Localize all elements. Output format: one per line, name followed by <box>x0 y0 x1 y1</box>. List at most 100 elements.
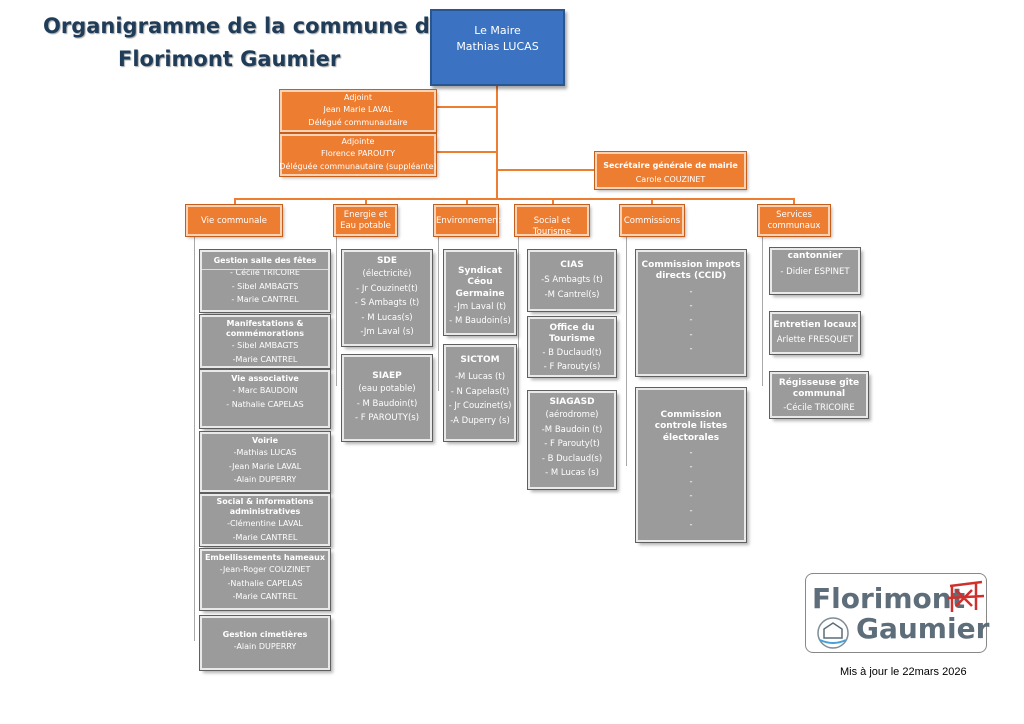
commissions-0-member: - <box>689 300 693 311</box>
env-0-title: Syndicat Céou Germaine <box>455 266 505 299</box>
vie-5-member: -Nathalie CAPELAS <box>227 578 303 588</box>
env-1-member: -A Duperry (s) <box>450 415 510 426</box>
vie-3-member: -Mathias LUCAS <box>233 448 297 457</box>
connector-drop-vie <box>234 198 236 205</box>
vie-0-member: - Marie CANTREL <box>231 295 299 305</box>
vie-box-2: Vie associative - Marc BAUDOIN - Nathali… <box>199 369 331 429</box>
connector-adjointe <box>436 151 497 153</box>
connector-secretary <box>497 169 595 171</box>
category-services-communaux: Services communaux <box>757 204 831 237</box>
env-0-member: - M Baudoin(s) <box>449 316 511 327</box>
commissions-0-member: - <box>689 344 693 355</box>
vie-0-member: - Cécile TRICOIRE <box>230 268 300 277</box>
connector-drop-env <box>466 198 468 205</box>
connector-trunk <box>496 86 498 199</box>
commissions-1-member: - <box>689 447 693 458</box>
connector-social-vertical <box>518 236 519 442</box>
services-box-entretien: Entretien locaux Arlette FRESQUET <box>769 311 861 355</box>
logo-word-1: Florimont <box>812 582 966 615</box>
services-box-regisseuse: Régisseuse gîte communal -Cécile TRICOIR… <box>769 371 869 419</box>
social-2-member: - F Parouty(t) <box>544 439 600 450</box>
page-title-line-1: Organigramme de la commune de <box>43 14 445 38</box>
social-box-office-tourisme: Office du Tourisme - B Duclaud(t) - F Pa… <box>527 316 617 378</box>
vie-2-title: Vie associative <box>231 374 299 383</box>
adjointe-role: Adjointe <box>341 137 375 146</box>
vie-3-title: Voirie <box>251 436 279 445</box>
energie-1-member: - M Baudoin(t) <box>356 398 418 409</box>
vie-box-5: Embellissements hameaux -Jean-Roger COUZ… <box>199 548 331 611</box>
vie-1-title: Manifestations & commémorations <box>225 319 305 338</box>
category-vie-communale: Vie communale <box>185 204 283 237</box>
energie-box-sde: SDE (électricité) - Jr Couzinet(t) - S A… <box>341 249 433 347</box>
category-energie: Energie et Eau potable <box>333 204 398 237</box>
energie-1-member: - F PAROUTY(s) <box>354 413 420 424</box>
connector-env-vertical <box>438 236 439 391</box>
energie-0-title: SDE <box>376 256 398 266</box>
commissions-1-title: Commission controle listes électorales <box>654 410 728 443</box>
connector-adjoint <box>436 106 497 108</box>
social-2-title: SIAGASD <box>549 397 595 407</box>
commissions-0-member: - <box>689 315 693 326</box>
services-box-cantonnier: cantonnier - Didier ESPINET <box>769 247 861 295</box>
services-0-member: - Didier ESPINET <box>780 267 850 278</box>
commune-logo: Florimont Gaumier <box>805 573 989 653</box>
category-env-label: Environnement <box>436 216 501 226</box>
energie-0-member: - S Ambagts (t) <box>354 298 420 309</box>
vie-3-member: -Alain DUPERRY <box>233 475 297 485</box>
commissions-1-member: - <box>689 476 693 487</box>
adjointe-name: Florence PAROUTY <box>321 149 395 159</box>
update-date: Mis à jour le 22mars 2026 <box>840 666 967 678</box>
vie-2-member: - Nathalie CAPELAS <box>226 399 304 409</box>
category-vie-label: Vie communale <box>201 216 267 226</box>
social-2-member: - M Lucas (s) <box>545 468 599 478</box>
services-2-member: -Cécile TRICOIRE <box>783 402 855 413</box>
category-commissions-label: Commissions <box>623 216 681 226</box>
env-1-member: -M Lucas (t) <box>454 372 506 383</box>
commissions-0-member: - <box>689 286 693 297</box>
vie-box-4: Social & informations administratives -C… <box>199 493 331 547</box>
energie-0-member: -Jm Laval (s) <box>360 327 414 337</box>
page-title-line-2: Florimont Gaumier <box>118 47 341 71</box>
category-commissions: Commissions <box>619 204 685 237</box>
category-services-label: Services communaux <box>767 210 821 231</box>
energie-1-sub: (eau potable) <box>358 384 416 395</box>
category-social-label: Social et Tourisme <box>532 216 572 237</box>
vie-box-0: Gestion salle des fêtes - Cécile TRICOIR… <box>199 249 331 313</box>
energie-0-member: - M Lucas(s) <box>361 312 413 323</box>
connector-drop-commissions <box>651 198 653 205</box>
vie-5-member: -Jean-Roger COUZINET <box>219 565 311 574</box>
vie-5-title: Embellissements hameaux <box>204 553 326 562</box>
env-1-member: - N Capelas(t) <box>450 386 510 397</box>
vie-4-member: -Marie CANTREL <box>232 532 298 542</box>
vie-4-member: -Clémentine LAVAL <box>227 519 303 528</box>
vie-1-member: - Sibel AMBAGTS <box>231 341 299 350</box>
energie-0-member: - Jr Couzinet(t) <box>356 283 418 294</box>
social-2-member: - B Duclaud(s) <box>541 453 603 464</box>
mayor-role: Le Maire <box>474 24 521 37</box>
building-icon <box>817 617 849 649</box>
secretary-box: Secrétaire générale de mairie Carole COU… <box>594 151 747 190</box>
env-0-member: -Jm Laval (t) <box>453 301 507 312</box>
services-0-title: cantonnier <box>787 251 843 261</box>
category-environnement: Environnement <box>433 204 501 237</box>
connector-energie-vertical <box>336 236 337 386</box>
vie-5-member: -Marie CANTREL <box>232 592 298 602</box>
social-1-title: Office du Tourisme <box>549 323 595 345</box>
social-1-member: - B Duclaud(t) <box>542 347 602 358</box>
env-box-syndicat: Syndicat Céou Germaine -Jm Laval (t) - M… <box>443 249 517 336</box>
social-box-siagasd: SIAGASD (aérodrome) -M Baudoin (t) - F P… <box>527 390 617 490</box>
connector-services-vertical <box>762 236 763 386</box>
env-box-sictom: SICTOM -M Lucas (t) - N Capelas(t) - Jr … <box>443 344 517 442</box>
social-1-member: - F Parouty(s) <box>543 361 601 372</box>
bridge-icon <box>947 580 985 612</box>
commissions-1-member: - <box>689 491 693 502</box>
social-0-member: -M Cantrel(s) <box>544 289 600 300</box>
services-2-title: Régisseuse gîte communal <box>778 378 860 400</box>
energie-box-siaep: SIAEP (eau potable) - M Baudoin(t) - F P… <box>341 354 433 442</box>
energie-1-title: SIAEP <box>372 371 402 381</box>
connector-drop-energie <box>365 198 367 205</box>
vie-box-1: Manifestations & commémorations - Sibel … <box>199 314 331 369</box>
commission-box-ccid: Commission impots directs (CCID) - - - -… <box>635 249 747 377</box>
social-2-sub: (aérodrome) <box>545 410 599 421</box>
commissions-1-member: - <box>689 462 693 473</box>
